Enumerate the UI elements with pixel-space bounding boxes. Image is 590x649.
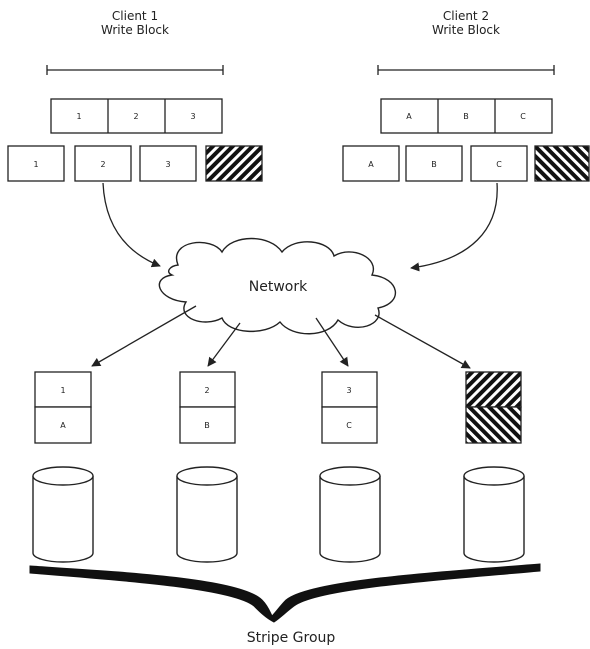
client-2: Client 2 Write Block A B C A B C	[342, 9, 590, 182]
client-1-block-1: 1	[76, 112, 81, 121]
client-1-fragment-2: 2	[100, 160, 105, 169]
client-1-fragment-1: 1	[33, 160, 38, 169]
client-2-title: Client 2	[443, 9, 489, 23]
client-2-subtitle: Write Block	[432, 23, 500, 37]
client-1-fragment-3: 3	[165, 160, 170, 169]
client-1-block-2: 2	[133, 112, 138, 121]
client-1-block-3: 3	[190, 112, 195, 121]
network-to-server-2-arrow	[207, 322, 241, 367]
network-to-server-1-arrow	[91, 305, 197, 367]
stripe-group-brace	[29, 563, 541, 623]
client-1-to-network-arrow	[102, 182, 161, 268]
server-2-top: 2	[204, 386, 209, 395]
client-1-title: Client 1	[112, 9, 158, 23]
server-1-top: 1	[60, 386, 65, 395]
client-1: Client 1 Write Block 1 2 3 1 2 3	[7, 9, 263, 182]
server-4-parity-buffer	[465, 371, 522, 444]
server-3-buffer: 3 C	[321, 371, 378, 444]
network-label: Network	[249, 279, 308, 295]
disk-3-icon	[319, 466, 381, 563]
client-1-fragments: 1 2 3	[7, 145, 263, 182]
network-to-server-4-arrow	[374, 314, 471, 369]
client-2-fragment-c: C	[496, 160, 502, 169]
network-cloud: Network	[158, 237, 397, 335]
server-2-bottom: B	[204, 421, 210, 430]
stripe-group-label: Stripe Group	[247, 630, 336, 646]
client-1-parity-fragment	[205, 145, 263, 182]
client-2-fragment-b: B	[431, 160, 437, 169]
client-2-block-c: C	[520, 112, 526, 121]
server-4-parity-bottom	[465, 406, 522, 444]
client-2-block-a: A	[406, 112, 412, 121]
client-2-extent-bar	[377, 65, 555, 75]
client-1-write-block: 1 2 3	[50, 98, 223, 134]
server-3-top: 3	[346, 386, 351, 395]
client-2-parity-fragment	[534, 145, 590, 182]
disk-1-icon	[32, 466, 94, 563]
server-3-bottom: C	[346, 421, 352, 430]
client-2-write-block: A B C	[380, 98, 553, 134]
network-to-server-3-arrow	[315, 317, 349, 367]
disk-4-icon	[463, 466, 525, 563]
client-1-extent-bar	[46, 65, 224, 75]
disk-2-icon	[176, 466, 238, 563]
server-2-buffer: 2 B	[179, 371, 236, 444]
client-2-block-b: B	[463, 112, 469, 121]
client-1-subtitle: Write Block	[101, 23, 169, 37]
server-4-parity-top	[465, 371, 522, 408]
server-1-buffer: 1 A	[34, 371, 92, 444]
client-2-fragment-a: A	[368, 160, 374, 169]
client-2-fragments: A B C	[342, 145, 590, 182]
server-1-bottom: A	[60, 421, 66, 430]
client-2-to-network-arrow	[410, 182, 498, 272]
